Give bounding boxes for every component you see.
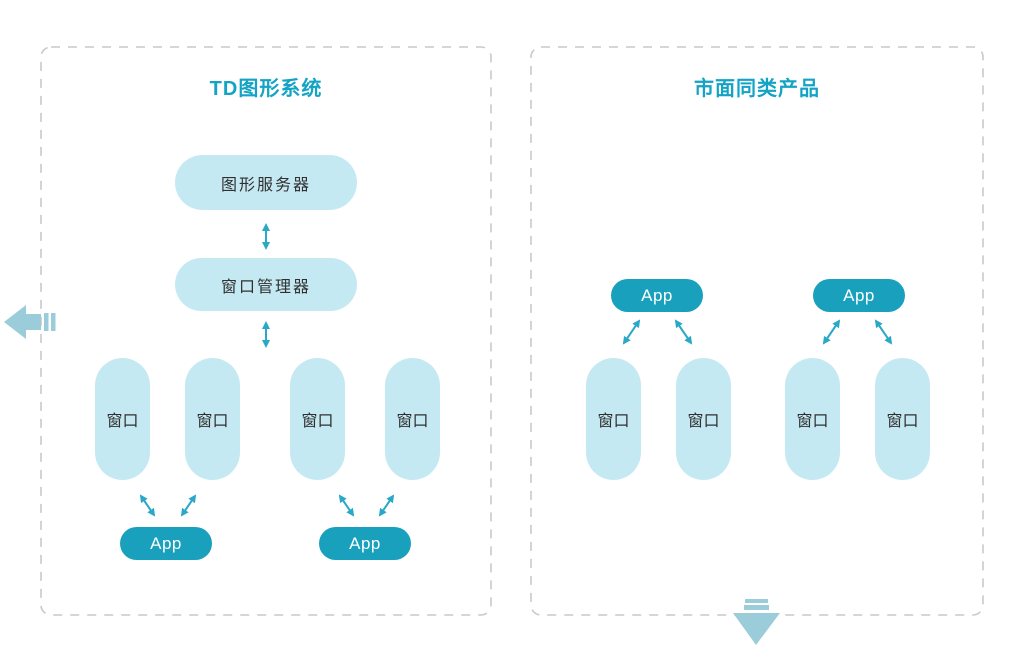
node-app: App — [120, 527, 212, 560]
node-window-manager: 窗口管理器 — [175, 258, 357, 311]
node-window: 窗口 — [385, 358, 440, 480]
node-window: 窗口 — [185, 358, 240, 480]
arrow-app1-window2 — [674, 319, 693, 345]
left-panel-title: TD图形系统 — [209, 78, 323, 100]
left-panel-arrows — [139, 223, 395, 517]
node-window: 窗口 — [676, 358, 731, 480]
right-panel-title: 市面同类产品 — [694, 78, 820, 100]
node-window: 窗口 — [785, 358, 840, 480]
arrow-window2-app1 — [180, 494, 197, 517]
arrow-app2-window4 — [874, 319, 893, 345]
arrow-window4-app2 — [378, 494, 395, 517]
arrow-window1-app1 — [139, 494, 156, 517]
prev-slide-arrow-icon — [4, 305, 56, 339]
panel-td-system: TD图形系统 图形服务器 窗口管理器 窗口 窗口 窗口 窗口 App App — [40, 47, 492, 615]
right-panel-arrows — [622, 319, 893, 345]
left-panel-border — [40, 46, 492, 616]
node-graphics-server: 图形服务器 — [175, 155, 357, 210]
node-app: App — [319, 527, 411, 560]
node-window: 窗口 — [875, 358, 930, 480]
node-window: 窗口 — [95, 358, 150, 480]
arrow-app2-window3 — [822, 319, 841, 345]
node-app: App — [611, 279, 703, 312]
arrow-window3-app2 — [338, 494, 355, 517]
node-window: 窗口 — [586, 358, 641, 480]
arrow-app1-window1 — [622, 319, 641, 345]
node-app: App — [813, 279, 905, 312]
next-slide-arrow-icon — [733, 599, 780, 645]
panel-market-products: 市面同类产品 App App 窗口 窗口 窗口 窗口 — [530, 47, 984, 615]
node-window: 窗口 — [290, 358, 345, 480]
